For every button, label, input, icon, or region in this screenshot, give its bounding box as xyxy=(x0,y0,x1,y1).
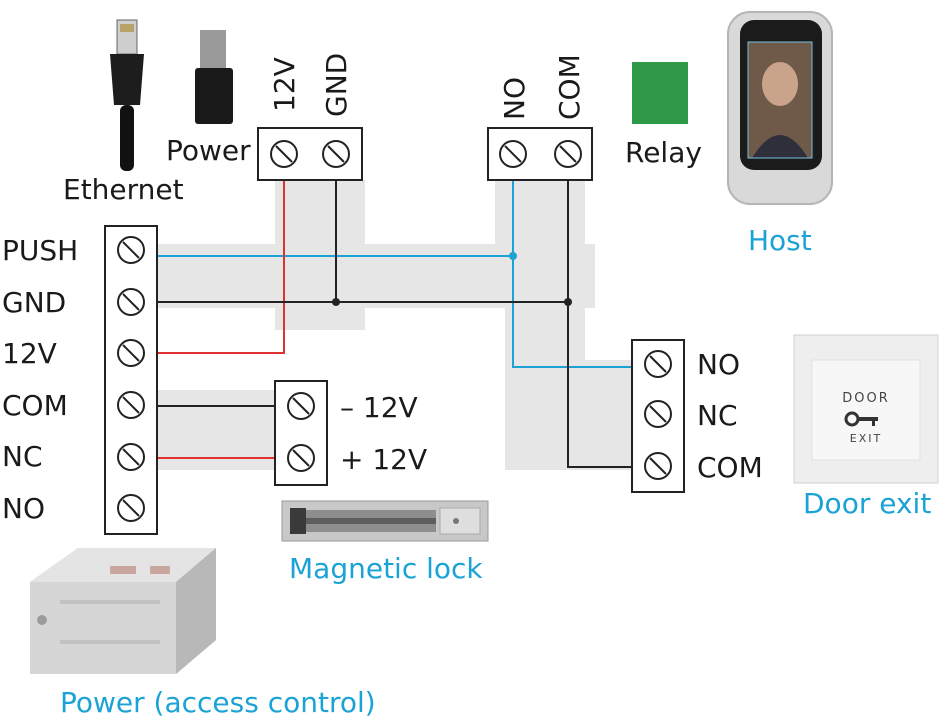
power-terminal-block: 12V GND xyxy=(257,53,363,181)
door-exit-plate-top: DOOR xyxy=(842,391,890,406)
screw-terminal xyxy=(644,400,672,428)
power-supply-box-icon xyxy=(30,548,216,674)
host-label: Host xyxy=(748,224,812,257)
controller-terminal-label: COM xyxy=(2,389,68,422)
wire-com-exit xyxy=(567,160,632,468)
dc-power-plug-icon xyxy=(195,30,233,124)
power-label: Power xyxy=(166,134,251,167)
screw-terminal xyxy=(644,452,672,480)
relay-icon xyxy=(632,62,688,124)
wire-12v xyxy=(155,160,285,354)
magnetic-lock-label: Magnetic lock xyxy=(289,552,483,585)
exit-terminal-block: NO NC COM xyxy=(631,339,763,493)
screw-terminal xyxy=(287,392,315,420)
screw-terminal xyxy=(499,140,527,168)
ethernet-plug-icon xyxy=(110,19,144,171)
relay-label: Relay xyxy=(625,136,702,169)
label-12v-top: 12V xyxy=(268,57,301,112)
door-exit-label: Door exit xyxy=(803,487,931,520)
wire-push xyxy=(155,255,632,368)
screw-terminal xyxy=(117,443,145,471)
screw-terminal xyxy=(117,288,145,316)
door-exit-button-icon: DOOR EXIT xyxy=(793,334,939,484)
controller-terminal-strip: PUSH GND 12V COM NC NO xyxy=(2,225,158,535)
screw-terminal xyxy=(554,140,582,168)
controller-terminal-label: GND xyxy=(2,286,66,319)
connection-bands xyxy=(155,180,635,470)
label-gnd-top: GND xyxy=(320,53,353,117)
lock-terminal-block: – 12V + 12V xyxy=(274,380,427,486)
label-com-top: COM xyxy=(553,54,586,120)
junction-dot xyxy=(564,298,572,306)
screw-terminal xyxy=(117,236,145,264)
wires xyxy=(155,160,632,468)
controller-terminal-label: PUSH xyxy=(2,234,78,267)
power-access-label: Power (access control) xyxy=(60,686,376,719)
exit-terminal-label: NO xyxy=(697,348,740,381)
screw-terminal xyxy=(117,494,145,522)
junction-dot xyxy=(332,298,340,306)
door-exit-plate-bottom: EXIT xyxy=(850,432,882,445)
screw-terminal xyxy=(117,391,145,419)
lock-terminal-label: – 12V xyxy=(340,391,418,424)
screw-terminal xyxy=(270,140,298,168)
exit-terminal-label: COM xyxy=(697,451,763,484)
label-no-top: NO xyxy=(498,77,531,120)
junction-dot xyxy=(509,252,517,260)
screw-terminal xyxy=(117,339,145,367)
controller-terminal-label: NC xyxy=(2,440,43,473)
ethernet-label: Ethernet xyxy=(63,173,184,206)
screw-terminal xyxy=(322,140,350,168)
relay-terminal-block: NO COM xyxy=(487,54,593,181)
screw-terminal xyxy=(644,350,672,378)
lock-terminal-label: + 12V xyxy=(340,443,427,476)
host-device-icon xyxy=(727,11,833,205)
controller-terminal-label: NO xyxy=(2,492,45,525)
exit-terminal-label: NC xyxy=(697,399,738,432)
screw-terminal xyxy=(287,444,315,472)
controller-terminal-label: 12V xyxy=(2,337,57,370)
magnetic-lock-icon xyxy=(281,500,489,542)
